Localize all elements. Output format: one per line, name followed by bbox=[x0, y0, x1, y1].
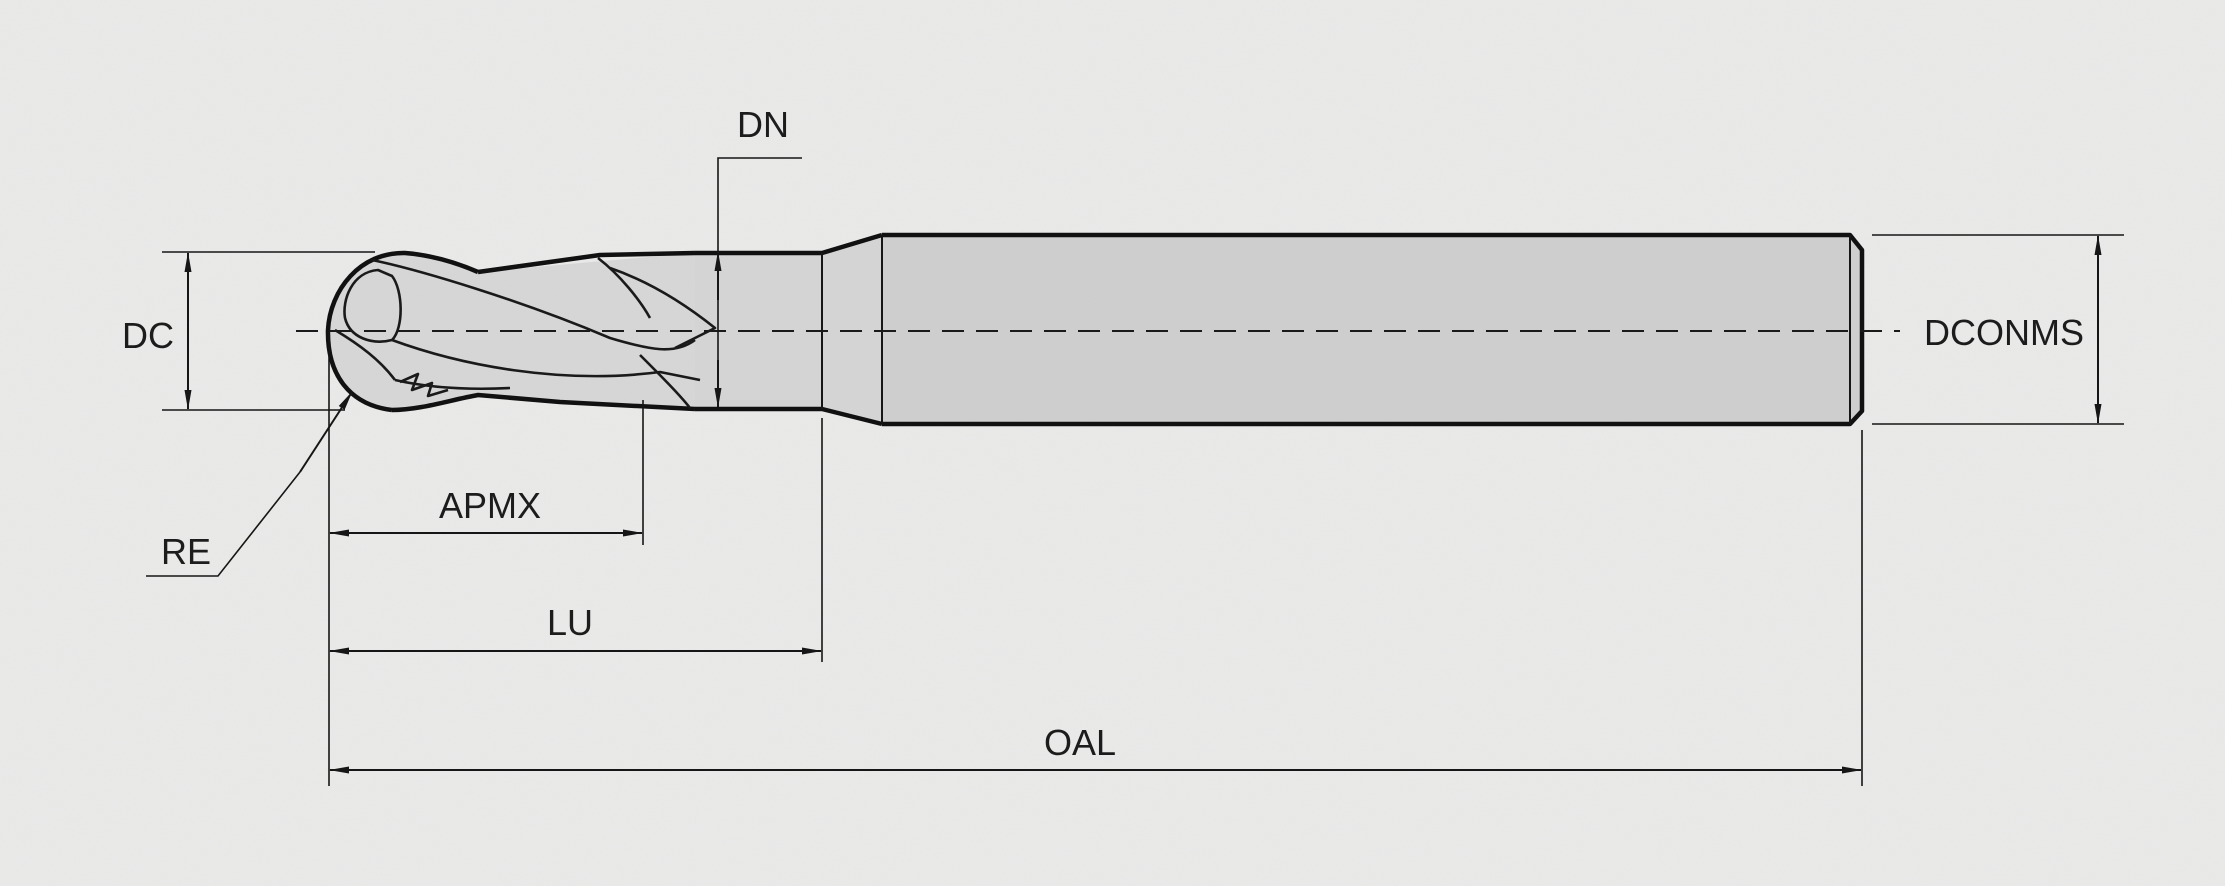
head-bottom-outline bbox=[391, 392, 696, 413]
dimension-lu: LU bbox=[329, 602, 822, 655]
dn-label: DN bbox=[737, 104, 789, 145]
end-mill-body bbox=[325, 232, 1865, 427]
flute-tooth-notch bbox=[399, 372, 449, 398]
neck-section bbox=[695, 235, 882, 424]
dimension-dconms: DCONMS bbox=[1872, 234, 2124, 425]
dimension-apmx: APMX bbox=[329, 485, 643, 537]
dimension-oal: OAL bbox=[329, 722, 1862, 774]
flute-edge-4 bbox=[639, 354, 692, 409]
dconms-label: DCONMS bbox=[1924, 312, 2084, 353]
shank-grain bbox=[882, 235, 1862, 424]
re-label: RE bbox=[161, 531, 211, 572]
re-arrow bbox=[299, 391, 353, 473]
flute-edge-2 bbox=[609, 266, 717, 350]
flute-edge-3 bbox=[391, 338, 701, 382]
dn-leader bbox=[717, 157, 802, 405]
flute-edge-1 bbox=[371, 258, 696, 351]
re-leader bbox=[146, 471, 301, 577]
ball-nose-flute-circle bbox=[343, 268, 402, 343]
lu-label: LU bbox=[547, 602, 593, 643]
apmx-label: APMX bbox=[439, 485, 541, 526]
head-top-outline bbox=[477, 250, 696, 275]
ball-nose-outline bbox=[325, 250, 479, 413]
dimension-dc: DC bbox=[122, 251, 375, 411]
flute-edge-5 bbox=[394, 378, 511, 391]
dc-label: DC bbox=[122, 315, 174, 356]
dimension-re: RE bbox=[146, 391, 353, 577]
flute-edge-6 bbox=[334, 328, 397, 381]
oal-label: OAL bbox=[1044, 722, 1116, 763]
flute-edge-7 bbox=[597, 256, 652, 319]
dimension-dn: DN bbox=[714, 104, 802, 408]
